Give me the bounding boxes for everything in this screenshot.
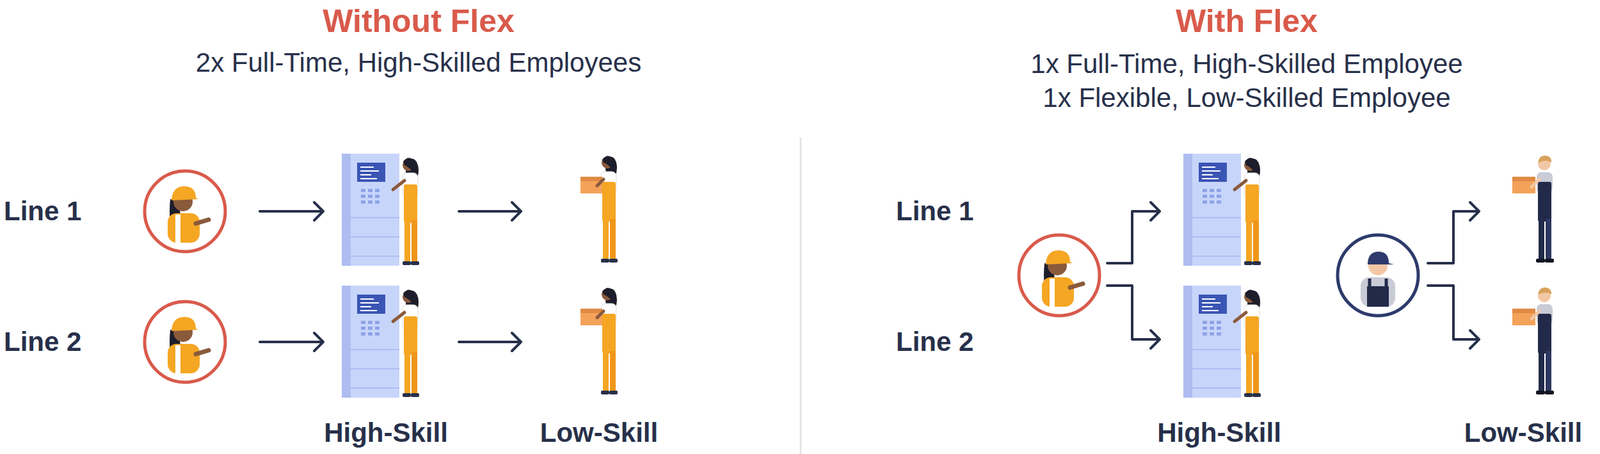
line-label: Line 1 xyxy=(3,195,82,227)
box-carrier xyxy=(1512,155,1554,263)
split-arrow xyxy=(1107,202,1160,264)
staffing-note: 2x Full-Time, High-Skilled Employees xyxy=(195,47,642,79)
box-carrier xyxy=(580,287,618,395)
divider xyxy=(800,137,802,454)
flow-arrow xyxy=(259,332,324,351)
high-skill-worker-icon xyxy=(1018,234,1100,316)
column-label: High-Skill xyxy=(1157,417,1282,448)
without-flex-figures xyxy=(144,153,618,398)
machine-operator xyxy=(1183,153,1261,266)
high-skill-worker-icon xyxy=(144,301,226,383)
section-heading: With Flex xyxy=(1175,3,1318,41)
flow-arrow xyxy=(458,202,521,221)
split-arrow xyxy=(1427,202,1480,264)
line-label: Line 1 xyxy=(896,195,974,227)
split-arrow xyxy=(1427,285,1480,349)
machine-operator xyxy=(1183,285,1261,398)
box-carrier xyxy=(580,155,618,263)
staffing-note: 1x Full-Time, High-Skilled Employee xyxy=(1030,48,1463,80)
section-heading: Without Flex xyxy=(322,3,515,41)
with-flex-figures xyxy=(1018,153,1554,398)
column-label: Low-Skill xyxy=(540,417,658,448)
line-label: Line 2 xyxy=(3,326,82,358)
machine-operator xyxy=(341,285,420,398)
line-label: Line 2 xyxy=(896,326,974,358)
split-arrow xyxy=(1107,285,1160,349)
flow-arrows xyxy=(259,202,1480,351)
flow-arrow xyxy=(458,332,521,351)
flexible-worker-icon xyxy=(1337,234,1419,316)
flow-arrow xyxy=(259,202,324,221)
column-label: High-Skill xyxy=(323,417,448,448)
high-skill-worker-icon xyxy=(144,170,226,252)
staffing-note: 1x Flexible, Low-Skilled Employee xyxy=(1042,82,1451,114)
column-label: Low-Skill xyxy=(1464,417,1583,448)
box-carrier xyxy=(1512,287,1554,395)
machine-operator xyxy=(341,153,420,266)
